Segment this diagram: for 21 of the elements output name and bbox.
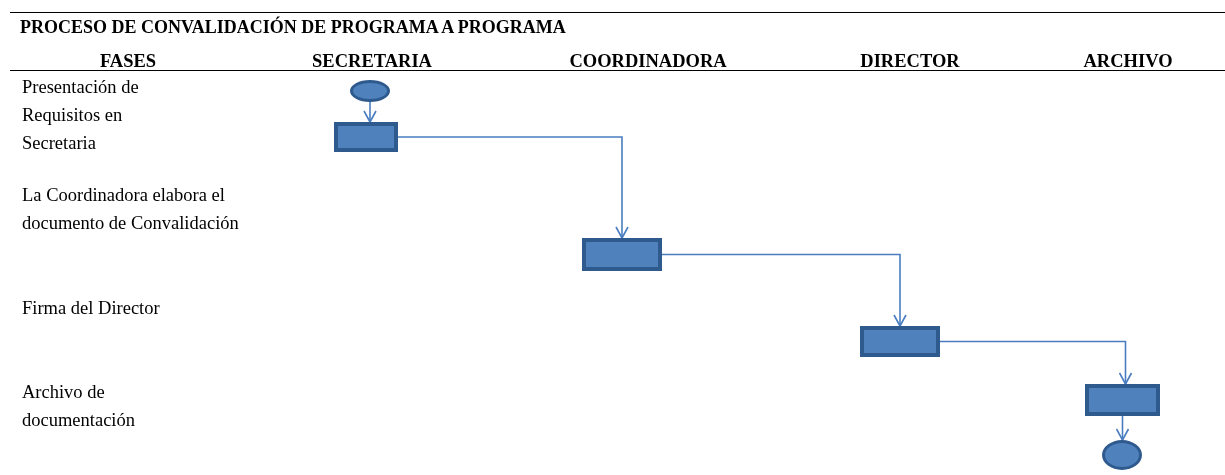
process-box [860,326,940,357]
process-box [582,238,662,271]
arrow [661,253,907,327]
column-header: SECRETARIA [311,50,433,73]
column-header: FASES [98,50,158,73]
arrow [397,136,629,239]
arrow [939,340,1133,385]
phase-description: La Coordinadora elabora el documento de Convalidación [22,184,240,235]
column-header: ARCHIVO [1082,50,1174,73]
phase-description: Firma del Director [22,297,161,320]
terminator-ellipse [1102,440,1142,470]
process-box [1085,384,1160,416]
column-header: DIRECTOR [859,50,961,73]
arrow [363,101,377,123]
phase-description: Presentación de Requisitos en Secretaria [22,76,140,155]
phase-description: Archivo de documentación [22,381,136,432]
terminator-ellipse [350,80,390,102]
process-box [334,122,398,152]
diagram-title: PROCESO DE CONVALIDACIÓN DE PROGRAMA A PROGRAMA [20,17,566,38]
arrow [1115,415,1130,441]
column-header: COORDINADORA [568,50,728,73]
